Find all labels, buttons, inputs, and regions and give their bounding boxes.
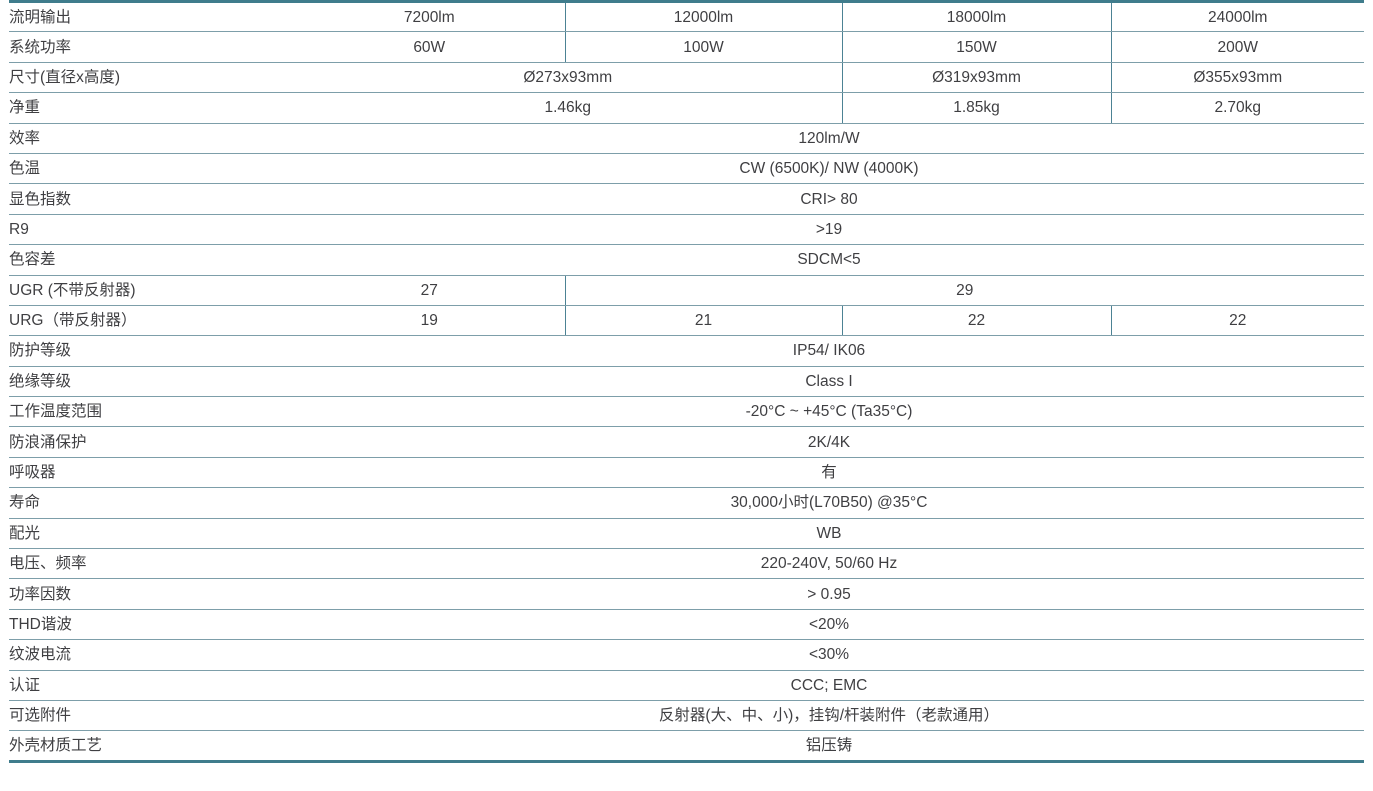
row-label: 工作温度范围 <box>9 396 294 428</box>
row-value: 2.70kg <box>1110 92 1364 124</box>
table-row: R9>19 <box>9 214 1364 246</box>
row-value: Class I <box>294 366 1364 398</box>
row-label: 绝缘等级 <box>9 366 294 398</box>
table-row: 可选附件反射器(大、中、小)，挂钩/杆装附件（老款通用） <box>9 700 1364 732</box>
row-value: CRI> 80 <box>294 183 1364 215</box>
row-label: R9 <box>9 214 294 246</box>
table-row: 外壳材质工艺铝压铸 <box>9 730 1364 763</box>
row-value: Ø319x93mm <box>841 62 1111 94</box>
row-label: 功率因数 <box>9 578 294 610</box>
row-label: 防浪涌保护 <box>9 426 294 458</box>
row-value: IP54/ IK06 <box>294 335 1364 367</box>
row-value: 30,000小时(L70B50) @35°C <box>294 487 1364 519</box>
row-value: 铝压铸 <box>294 730 1364 763</box>
row-value: 1.85kg <box>841 92 1111 124</box>
row-label: 纹波电流 <box>9 639 294 671</box>
row-value: Ø273x93mm <box>294 62 842 94</box>
row-label: 流明输出 <box>9 0 294 33</box>
row-value: 1.46kg <box>294 92 842 124</box>
row-value: >19 <box>294 214 1364 246</box>
row-label: THD谐波 <box>9 609 294 641</box>
row-value: WB <box>294 518 1364 550</box>
table-row: 工作温度范围-20°C ~ +45°C (Ta35°C) <box>9 396 1364 428</box>
table-row: 功率因数> 0.95 <box>9 578 1364 610</box>
row-value: > 0.95 <box>294 578 1364 610</box>
row-label: 外壳材质工艺 <box>9 730 294 763</box>
row-label: 显色指数 <box>9 183 294 215</box>
row-value: SDCM<5 <box>294 244 1364 276</box>
row-label: UGR (不带反射器) <box>9 275 294 306</box>
row-value: 有 <box>294 457 1364 489</box>
row-value: <30% <box>294 639 1364 671</box>
row-value: 22 <box>841 305 1111 337</box>
row-label: 尺寸(直径x高度) <box>9 62 294 94</box>
row-label: 防护等级 <box>9 335 294 367</box>
row-label: 效率 <box>9 123 294 154</box>
row-value: 24000lm <box>1110 0 1364 33</box>
row-value: 220-240V, 50/60 Hz <box>294 548 1364 580</box>
row-value: 2K/4K <box>294 426 1364 458</box>
row-label: 认证 <box>9 670 294 701</box>
row-value: -20°C ~ +45°C (Ta35°C) <box>294 396 1364 428</box>
row-value: 27 <box>294 275 565 306</box>
row-value: CCC; EMC <box>294 670 1364 701</box>
row-label: 色温 <box>9 153 294 185</box>
row-label: 系统功率 <box>9 31 294 63</box>
row-label: 净重 <box>9 92 294 124</box>
row-value: 22 <box>1110 305 1364 337</box>
row-value: 21 <box>564 305 842 337</box>
row-label: 色容差 <box>9 244 294 276</box>
row-value: 反射器(大、中、小)，挂钩/杆装附件（老款通用） <box>294 700 1364 732</box>
row-value: <20% <box>294 609 1364 641</box>
row-value: Ø355x93mm <box>1110 62 1364 94</box>
row-label: 寿命 <box>9 487 294 519</box>
row-value: 120lm/W <box>294 123 1364 154</box>
row-label: URG（带反射器） <box>9 305 294 337</box>
table-row: 呼吸器有 <box>9 457 1364 489</box>
row-value: 18000lm <box>841 0 1111 33</box>
row-label: 呼吸器 <box>9 457 294 489</box>
row-value: 200W <box>1110 31 1364 63</box>
row-value: 60W <box>294 31 565 63</box>
row-value: 12000lm <box>564 0 842 33</box>
row-label: 电压、频率 <box>9 548 294 580</box>
table-row: 纹波电流<30% <box>9 639 1364 671</box>
row-value: 7200lm <box>294 0 565 33</box>
row-label: 配光 <box>9 518 294 550</box>
row-value: 100W <box>564 31 842 63</box>
row-value: CW (6500K)/ NW (4000K) <box>294 153 1364 185</box>
table-row: THD谐波<20% <box>9 609 1364 641</box>
row-value: 150W <box>841 31 1111 63</box>
row-value: 29 <box>564 275 1364 306</box>
row-label: 可选附件 <box>9 700 294 732</box>
row-value: 19 <box>294 305 565 337</box>
